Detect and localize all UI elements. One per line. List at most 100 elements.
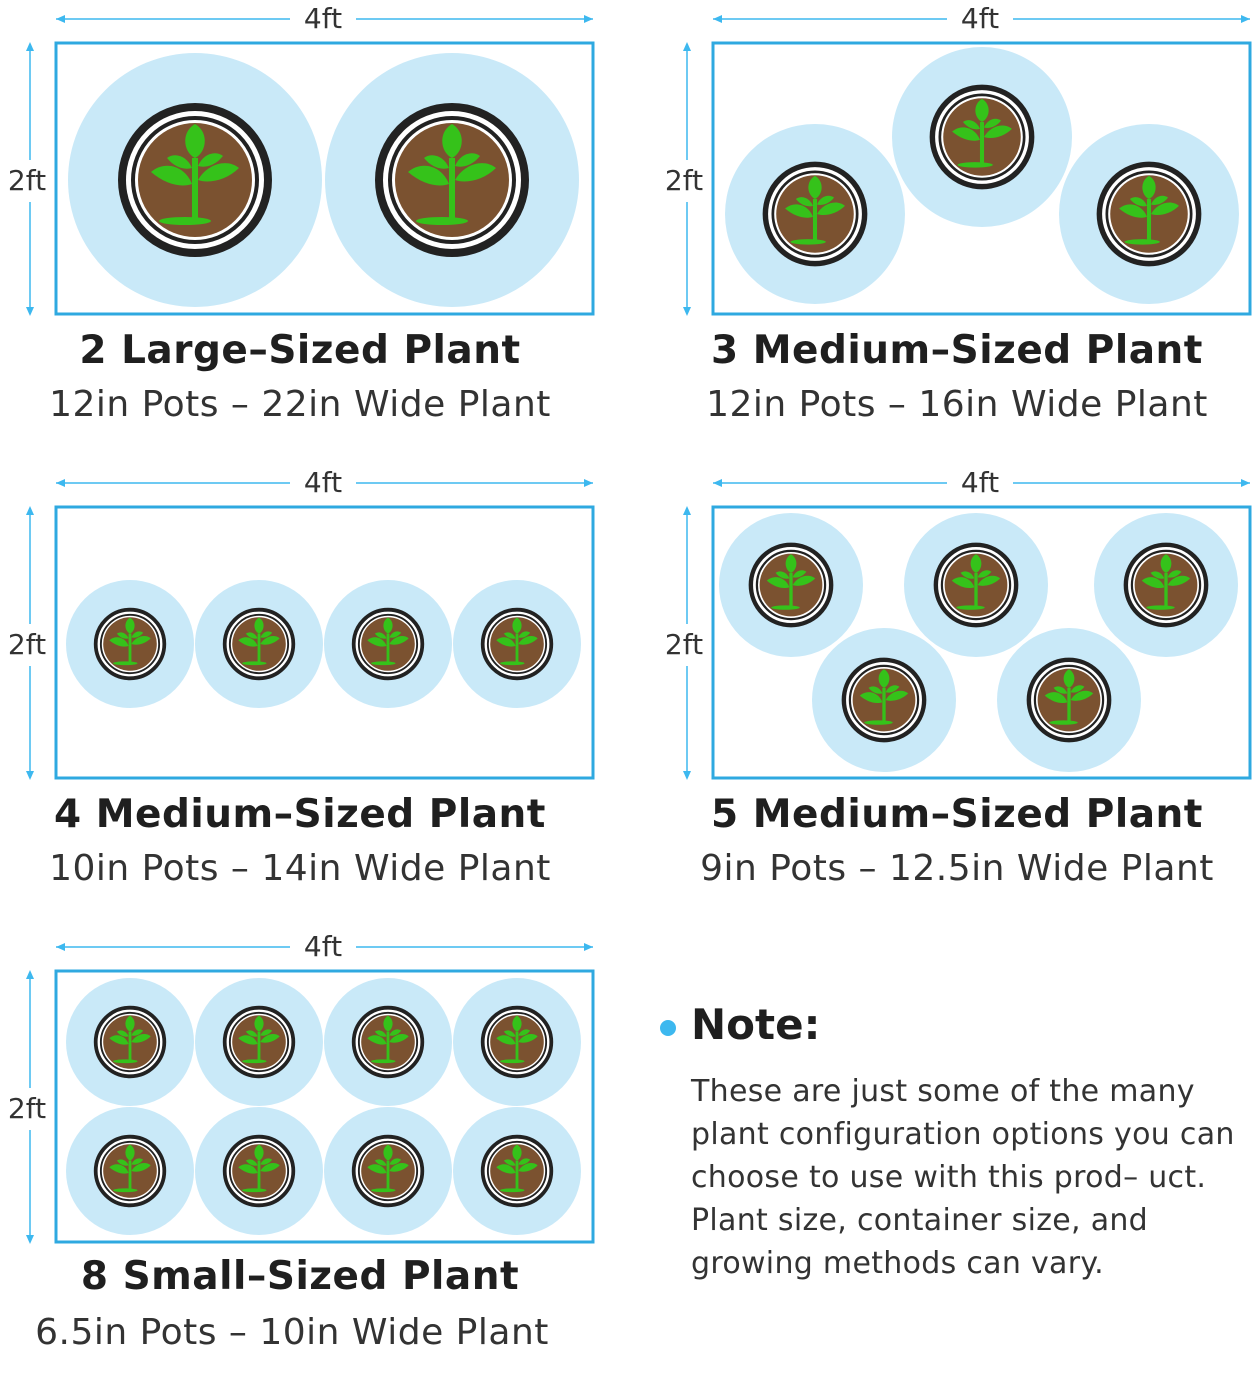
bullet-dot-icon [660, 1020, 676, 1036]
layout-diagram: 4ft 2ft [8, 466, 595, 780]
height-label: 2ft [665, 164, 703, 197]
pot-icon [480, 1134, 554, 1208]
sprout-icon [367, 617, 409, 666]
arrowhead-right-icon [1241, 479, 1250, 487]
panel-title: 3 Medium–Sized Plant [711, 328, 1203, 373]
sprout-icon [238, 617, 280, 666]
pot-icon [762, 161, 868, 267]
pot-icon [1123, 542, 1209, 628]
height-label: 2ft [8, 1092, 46, 1125]
sprout-icon [408, 124, 496, 225]
grow-area [711, 505, 1252, 780]
plant-spot [195, 978, 323, 1106]
pot-icon [351, 1134, 425, 1208]
plant-spot [324, 1107, 452, 1235]
plants-group [66, 580, 581, 708]
width-label: 4ft [961, 466, 999, 499]
arrowhead-down-icon [683, 307, 691, 316]
panel-title: 4 Medium–Sized Plant [54, 792, 546, 837]
dimension-lines [26, 15, 593, 316]
plant-spot [1094, 513, 1238, 657]
arrowhead-left-icon [713, 479, 722, 487]
arrowhead-up-icon [26, 42, 34, 51]
plants-group [719, 513, 1238, 772]
sprout-icon [238, 1144, 280, 1193]
note-body: These are just some of the many plant co… [691, 1074, 1235, 1281]
dimension-lines [683, 15, 1250, 316]
sprout-icon [951, 554, 1001, 610]
arrowhead-down-icon [683, 771, 691, 780]
sprout-icon [496, 1015, 538, 1064]
arrowhead-right-icon [584, 479, 593, 487]
layout-diagram: 4ft 2ft [665, 466, 1252, 780]
pot-icon [351, 607, 425, 681]
sprout-icon [109, 1015, 151, 1064]
note-title: Note: [691, 1000, 821, 1049]
sprout-icon [151, 124, 239, 225]
grow-area-outline [54, 41, 595, 316]
arrowhead-right-icon [584, 943, 593, 951]
pot-icon [375, 103, 529, 257]
plants-group [66, 978, 581, 1235]
sprout-icon [109, 617, 151, 666]
width-label: 4ft [961, 2, 999, 35]
plant-spot [719, 513, 863, 657]
arrowhead-down-icon [26, 771, 34, 780]
plant-spot [68, 53, 322, 307]
grow-area-outline [711, 41, 1252, 316]
plant-spot [812, 628, 956, 772]
plant-spot [325, 53, 579, 307]
pot-icon [222, 1134, 296, 1208]
plant-spot [324, 978, 452, 1106]
pot-icon [1096, 161, 1202, 267]
grow-area-outline [54, 969, 595, 1244]
pot-icon [480, 607, 554, 681]
config-panel-3-medium: 4ft 2ft 3 Medium–Sized Plant 12in Pots –… [657, 0, 1257, 450]
pot-icon [480, 1005, 554, 1079]
plant-spot [453, 1107, 581, 1235]
grow-area [54, 969, 595, 1244]
plant-spot [892, 47, 1072, 227]
pot-icon [841, 657, 927, 743]
note-block: Note: These are just some of the many pl… [660, 1000, 1260, 1281]
config-panel-5-medium: 4ft 2ft 5 Medium–Sized Plant 9in Pots – … [657, 464, 1257, 914]
sprout-icon [496, 1144, 538, 1193]
panel-title: 8 Small–Sized Plant [80, 1254, 520, 1299]
pot-icon [929, 84, 1035, 190]
pot-icon [222, 1005, 296, 1079]
arrowhead-up-icon [26, 506, 34, 515]
arrowhead-up-icon [26, 970, 34, 979]
grow-area-outline [54, 505, 595, 780]
grow-area [54, 41, 595, 316]
plant-spot [725, 124, 905, 304]
panel-title: 5 Medium–Sized Plant [711, 792, 1203, 837]
arrowhead-left-icon [56, 479, 65, 487]
sprout-icon [1119, 175, 1179, 245]
sprout-icon [367, 1015, 409, 1064]
panel-subtitle: 6.5in Pots – 10in Wide Plant [35, 1312, 549, 1353]
pot-icon [93, 607, 167, 681]
arrowhead-left-icon [56, 15, 65, 23]
plant-spot [997, 628, 1141, 772]
arrowhead-up-icon [683, 506, 691, 515]
note-header: Note: [660, 1000, 1260, 1056]
panel-title: 2 Large–Sized Plant [79, 328, 521, 373]
plant-spot [904, 513, 1048, 657]
plants-group [725, 47, 1239, 304]
pot-icon [1026, 657, 1112, 743]
dimension-lines [683, 479, 1250, 780]
arrowhead-left-icon [56, 943, 65, 951]
width-label: 4ft [304, 2, 342, 35]
config-panel-8-small: 4ft 2ft 8 Small–Sized Plant 6.5in Pots –… [0, 928, 600, 1378]
panel-subtitle: 12in Pots – 16in Wide Plant [706, 384, 1208, 425]
plant-spot [66, 978, 194, 1106]
sprout-icon [952, 98, 1012, 168]
plant-spot [453, 978, 581, 1106]
pot-icon [118, 103, 272, 257]
sprout-icon [766, 554, 816, 610]
arrowhead-up-icon [683, 42, 691, 51]
sprout-icon [238, 1015, 280, 1064]
arrowhead-left-icon [713, 15, 722, 23]
grow-area [54, 505, 595, 780]
arrowhead-down-icon [26, 307, 34, 316]
